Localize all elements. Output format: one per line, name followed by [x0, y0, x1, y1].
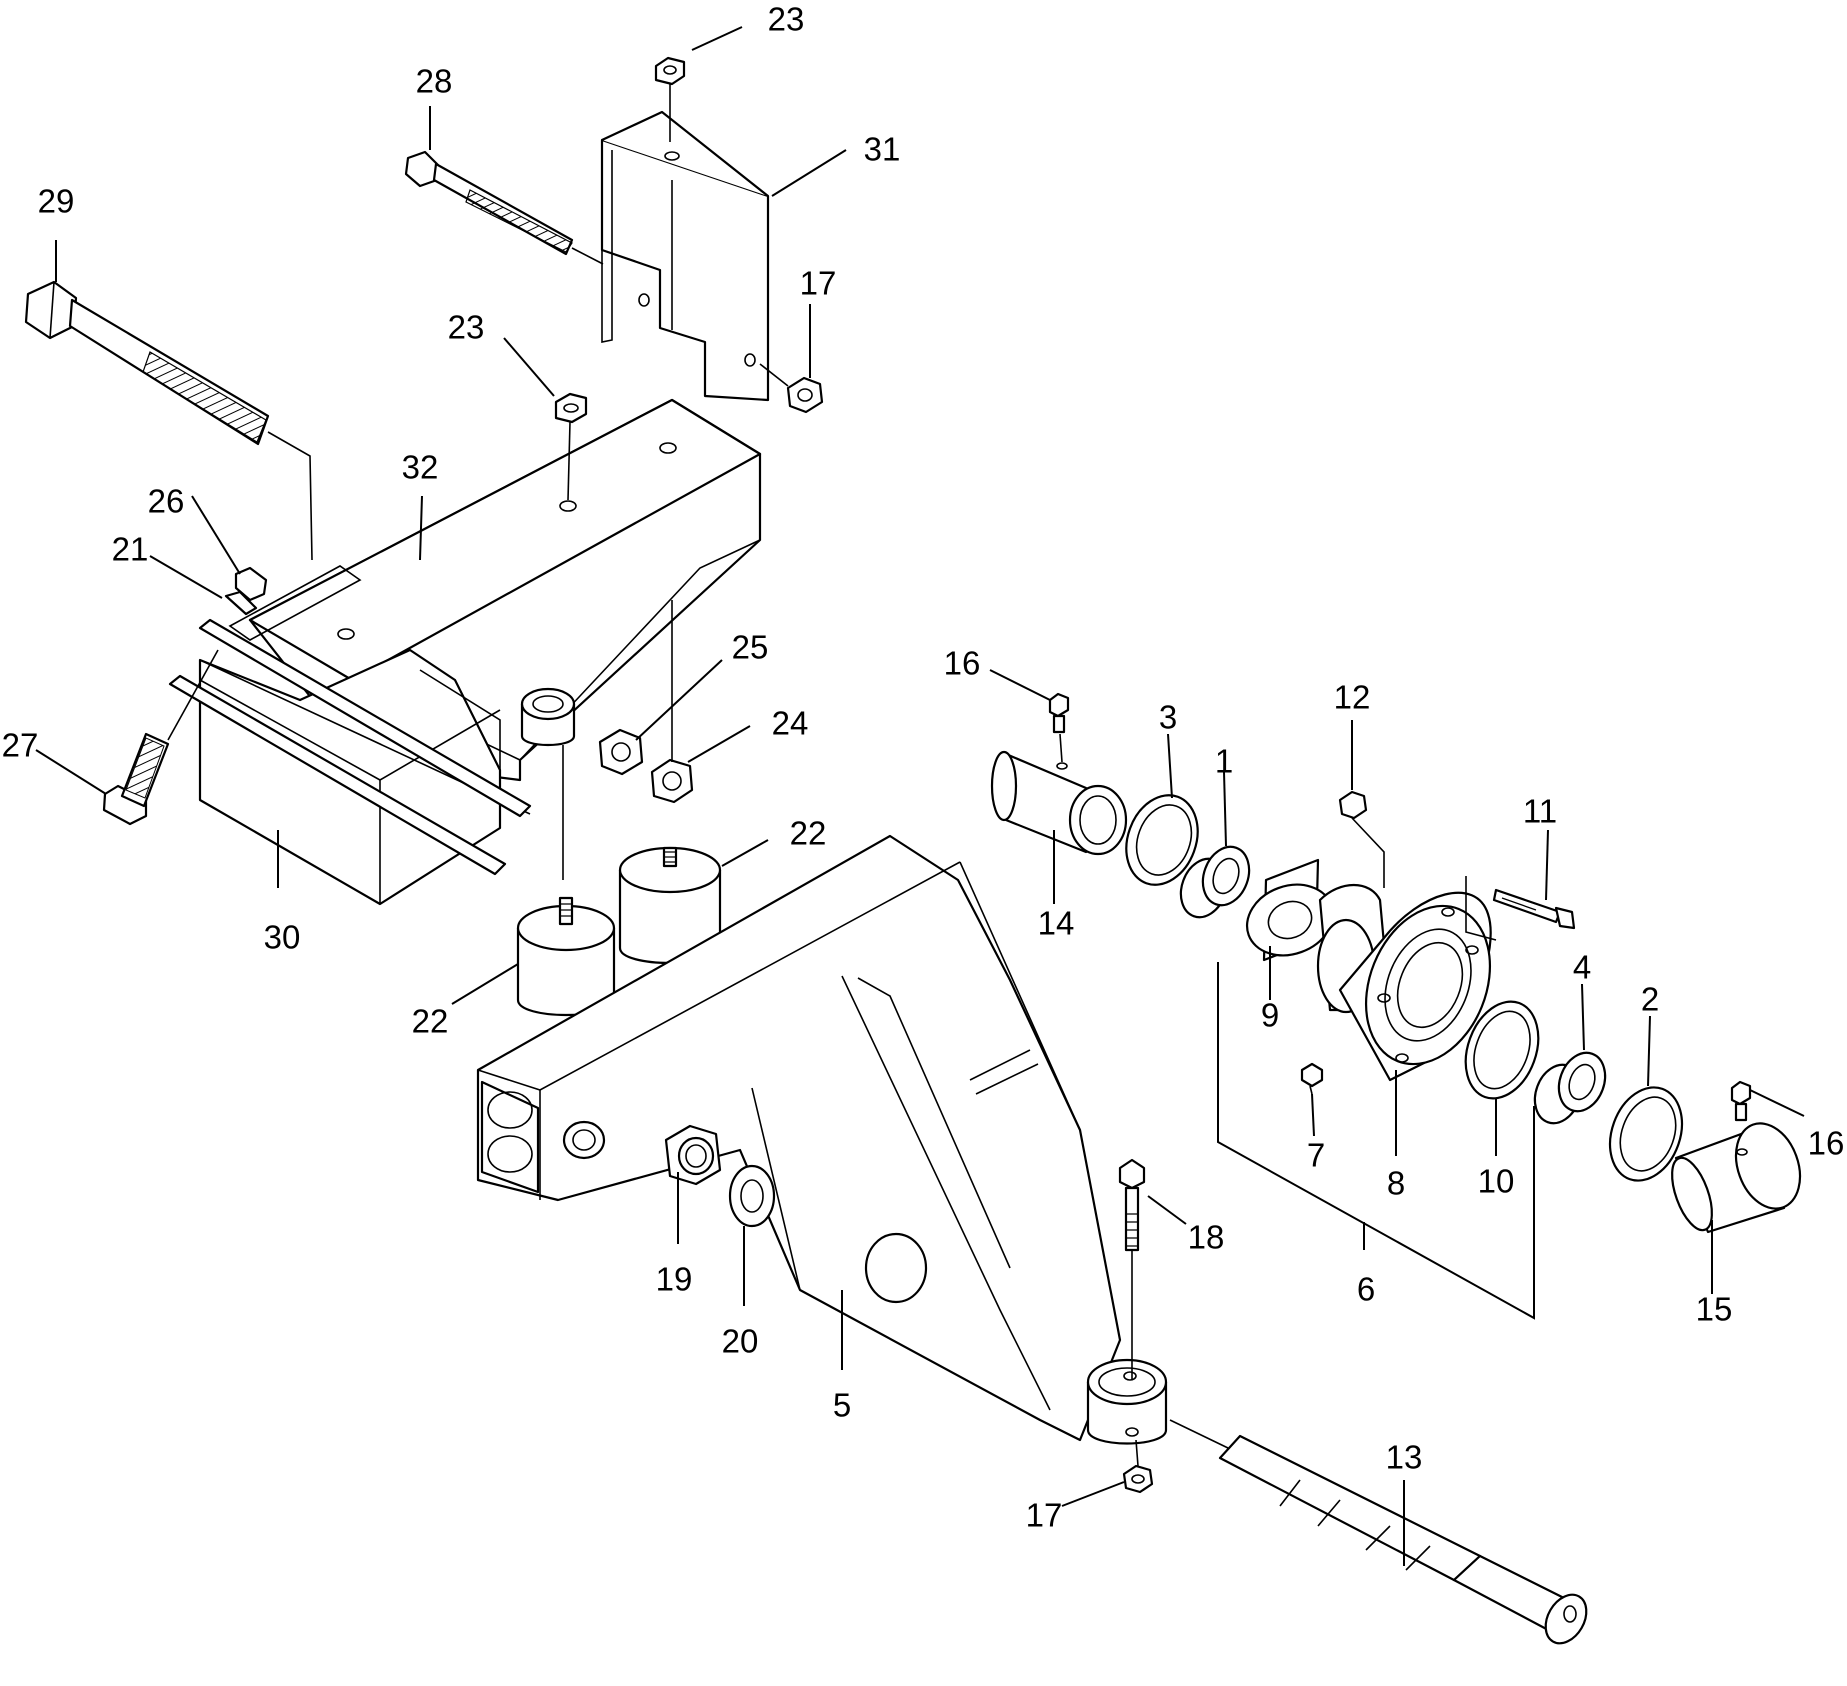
callout-8: 8	[1387, 1165, 1405, 1202]
callout-3: 3	[1159, 699, 1177, 736]
callout-24: 24	[772, 705, 809, 742]
arm-5	[476, 834, 1168, 1445]
callout-28: 28	[416, 63, 453, 100]
callout-22-left: 22	[412, 1003, 449, 1040]
callout-14: 14	[1038, 905, 1075, 942]
callout-10: 10	[1478, 1163, 1515, 1200]
bearing-cup-9	[1245, 858, 1335, 962]
bearing-4	[1533, 1051, 1607, 1125]
callout-17-upper: 17	[800, 265, 837, 302]
callout-16-lower: 16	[1808, 1125, 1845, 1162]
seal-2	[1608, 1086, 1684, 1182]
hub-assembly-bracket-6	[1217, 962, 1535, 1320]
hub-8	[1316, 884, 1492, 1082]
callout-15: 15	[1696, 1291, 1733, 1328]
callout-12: 12	[1334, 679, 1371, 716]
nut-17-lower	[1122, 1439, 1154, 1494]
grease-fitting-7	[1300, 1062, 1324, 1095]
callout-23-top: 23	[768, 1, 805, 38]
callout-31: 31	[864, 131, 901, 168]
spindle-13	[1169, 1419, 1588, 1645]
bushing-upper	[520, 687, 576, 880]
callout-16-upper: 16	[944, 645, 981, 682]
grease-fitting-16-upper	[1048, 692, 1070, 763]
bolt-18	[1118, 1158, 1146, 1380]
callout-19: 19	[656, 1261, 693, 1298]
washer-21	[224, 590, 258, 616]
callout-labels: 1 2 3 4 5 6 7 8 9 10 11 12 13 14 15 16 1…	[2, 1, 1845, 1534]
callout-27: 27	[2, 727, 39, 764]
nut-19	[664, 1124, 722, 1186]
bolt-11	[1465, 876, 1576, 941]
callout-30: 30	[264, 919, 301, 956]
callout-4: 4	[1573, 949, 1591, 986]
bolt-27	[102, 649, 219, 826]
bushing-14	[990, 750, 1128, 856]
nut-23-mid	[554, 392, 588, 501]
callout-25: 25	[732, 629, 769, 666]
callout-21: 21	[112, 531, 149, 568]
callout-11: 11	[1523, 793, 1557, 830]
seal-3	[1125, 794, 1199, 886]
callout-17-lower: 17	[1026, 1497, 1063, 1534]
callout-26: 26	[148, 483, 185, 520]
nut-23-top	[654, 56, 686, 142]
callout-1: 1	[1215, 743, 1233, 780]
bolt-29	[24, 280, 313, 561]
channel-30	[168, 565, 532, 906]
callout-13: 13	[1386, 1439, 1423, 1476]
rubber-mount-22-right	[618, 846, 722, 965]
bolt-28	[404, 150, 604, 265]
callout-29: 29	[38, 183, 75, 220]
nut-24	[650, 600, 694, 804]
grease-fitting-16-lower	[1730, 1080, 1752, 1122]
callout-18: 18	[1188, 1219, 1225, 1256]
leader-lines	[35, 26, 1805, 1566]
rubber-mount-22-left	[516, 896, 616, 1017]
callout-20: 20	[722, 1323, 759, 1360]
u-bracket-31	[600, 110, 770, 402]
nut-25	[598, 728, 644, 776]
nut-17-upper	[759, 363, 824, 414]
callout-7: 7	[1307, 1137, 1325, 1174]
callout-32: 32	[402, 449, 439, 486]
bearing-1	[1179, 845, 1251, 919]
nut-12	[1338, 790, 1385, 888]
callout-9: 9	[1261, 997, 1279, 1034]
nut-26	[234, 566, 268, 602]
callout-5: 5	[833, 1387, 851, 1424]
callout-22-right: 22	[790, 815, 827, 852]
bushing-15	[1671, 1122, 1802, 1234]
callout-23-mid: 23	[448, 309, 485, 346]
washer-20	[728, 1164, 776, 1228]
bearing-cup-10	[1464, 1000, 1540, 1100]
callout-2: 2	[1641, 981, 1659, 1018]
callout-6: 6	[1357, 1271, 1375, 1308]
